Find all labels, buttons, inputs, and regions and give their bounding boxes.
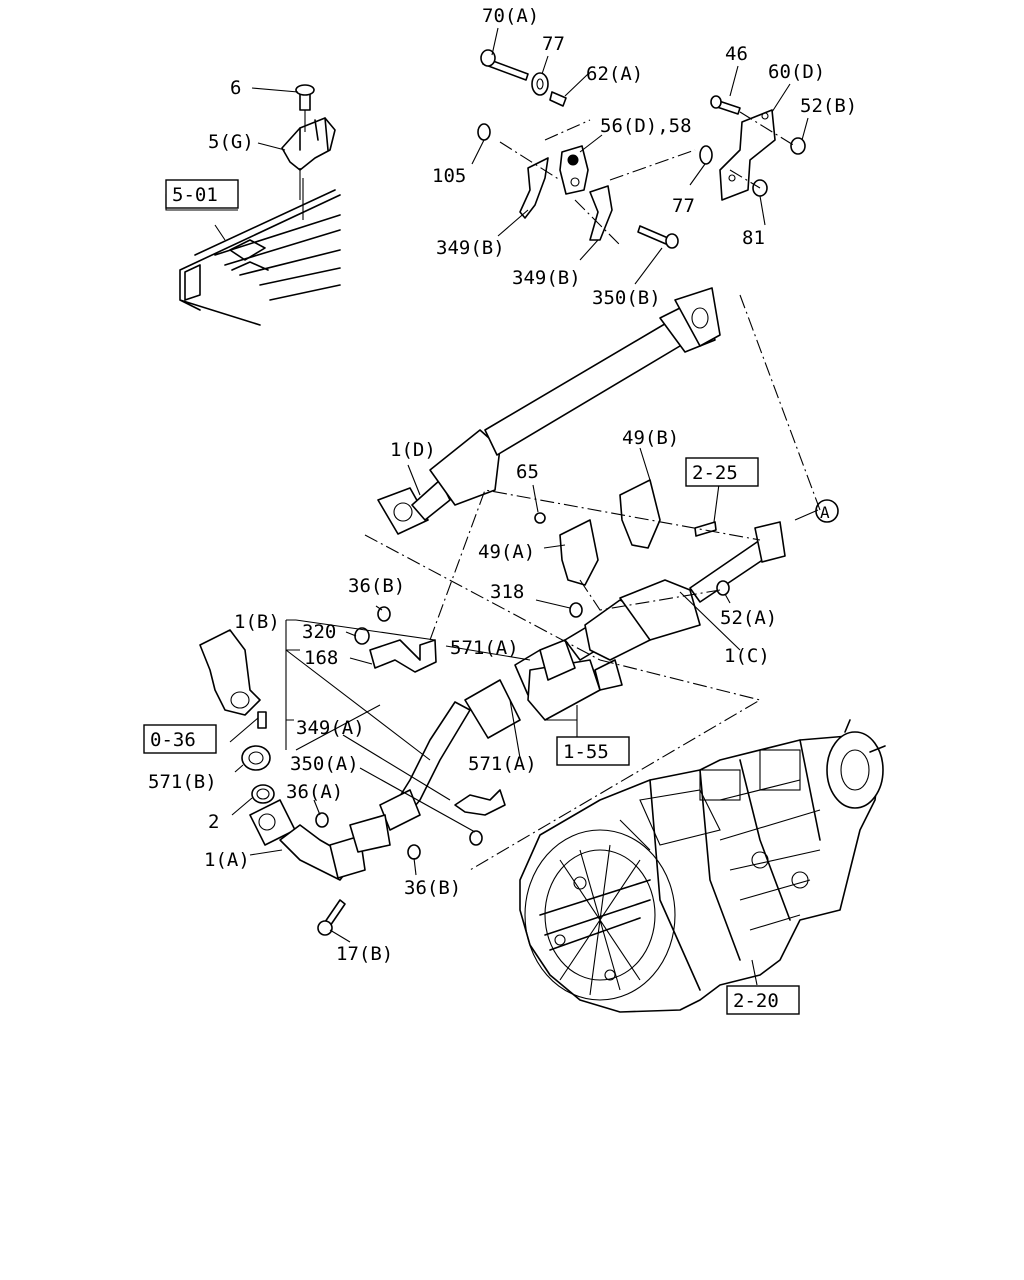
ref-label-5-01: 5-01 bbox=[172, 184, 218, 206]
callout-320: 320 bbox=[302, 621, 336, 643]
callout-349b-left: 349(B) bbox=[436, 237, 505, 259]
callout-77-right: 77 bbox=[672, 195, 695, 217]
transmission-drawing bbox=[519, 719, 886, 1013]
callout-6: 6 bbox=[230, 77, 241, 99]
callout-36b-top: 36(B) bbox=[348, 575, 405, 597]
part-callouts: 70(A) 77 62(A) 46 60(D) 52(B) 6 5(G) 56(… bbox=[148, 5, 857, 965]
ref-label-0-36: 0-36 bbox=[150, 729, 196, 751]
callout-1d: 1(D) bbox=[390, 439, 436, 461]
center-pipe-1d-drawing bbox=[377, 287, 721, 535]
callout-571a-upper: 571(A) bbox=[450, 637, 519, 659]
hanger-parts-drawing bbox=[477, 49, 806, 249]
pipe-1c-drawing bbox=[564, 521, 786, 661]
circle-a-reference: A bbox=[815, 499, 839, 523]
manifold-drawing bbox=[199, 629, 275, 804]
callout-36a: 36(A) bbox=[286, 781, 343, 803]
bracket-5g-drawing bbox=[281, 84, 336, 220]
callout-350b: 350(B) bbox=[592, 287, 661, 309]
callout-70a: 70(A) bbox=[482, 5, 539, 27]
callout-571b: 571(B) bbox=[148, 771, 217, 793]
callout-36b-bottom: 36(B) bbox=[404, 877, 461, 899]
callout-17b: 17(B) bbox=[336, 943, 393, 965]
callout-49a: 49(A) bbox=[478, 541, 535, 563]
callout-60d: 60(D) bbox=[768, 61, 825, 83]
callout-105: 105 bbox=[432, 165, 466, 187]
callout-168: 168 bbox=[304, 647, 338, 669]
brackets-49-drawing bbox=[534, 479, 730, 618]
callout-65: 65 bbox=[516, 461, 539, 483]
ref-box-0-36: 0-36 bbox=[143, 724, 217, 754]
callout-349a: 349(A) bbox=[296, 717, 365, 739]
callout-52a: 52(A) bbox=[720, 607, 777, 629]
callout-62a: 62(A) bbox=[586, 63, 643, 85]
callout-52b: 52(B) bbox=[800, 95, 857, 117]
callout-46: 46 bbox=[725, 43, 748, 65]
callout-318: 318 bbox=[490, 581, 524, 603]
ref-box-2-20: 2-20 bbox=[726, 985, 800, 1015]
front-pipe-drawing bbox=[249, 606, 623, 936]
callout-1c: 1(C) bbox=[724, 645, 770, 667]
ref-label-2-25: 2-25 bbox=[692, 462, 738, 484]
ref-box-2-25: 2-25 bbox=[685, 457, 759, 487]
ref-box-5-01: 5-01 bbox=[165, 179, 239, 209]
frame-rail-drawing bbox=[179, 189, 341, 326]
callout-5g: 5(G) bbox=[208, 131, 254, 153]
callout-2: 2 bbox=[208, 811, 219, 833]
callout-77-top: 77 bbox=[542, 33, 565, 55]
callout-1a: 1(A) bbox=[204, 849, 250, 871]
callout-350a: 350(A) bbox=[290, 753, 359, 775]
ref-box-1-55: 1-55 bbox=[556, 736, 630, 766]
callout-1b: 1(B) bbox=[234, 611, 280, 633]
callout-571a-lower: 571(A) bbox=[468, 753, 537, 775]
circle-a-label: A bbox=[820, 503, 830, 522]
callout-81: 81 bbox=[742, 227, 765, 249]
callout-349b-right: 349(B) bbox=[512, 267, 581, 289]
leader-lines bbox=[165, 27, 821, 986]
callout-56d-58: 56(D),58 bbox=[600, 115, 692, 137]
ref-label-2-20: 2-20 bbox=[733, 990, 779, 1012]
ref-label-1-55: 1-55 bbox=[563, 741, 609, 763]
callout-49b: 49(B) bbox=[622, 427, 679, 449]
